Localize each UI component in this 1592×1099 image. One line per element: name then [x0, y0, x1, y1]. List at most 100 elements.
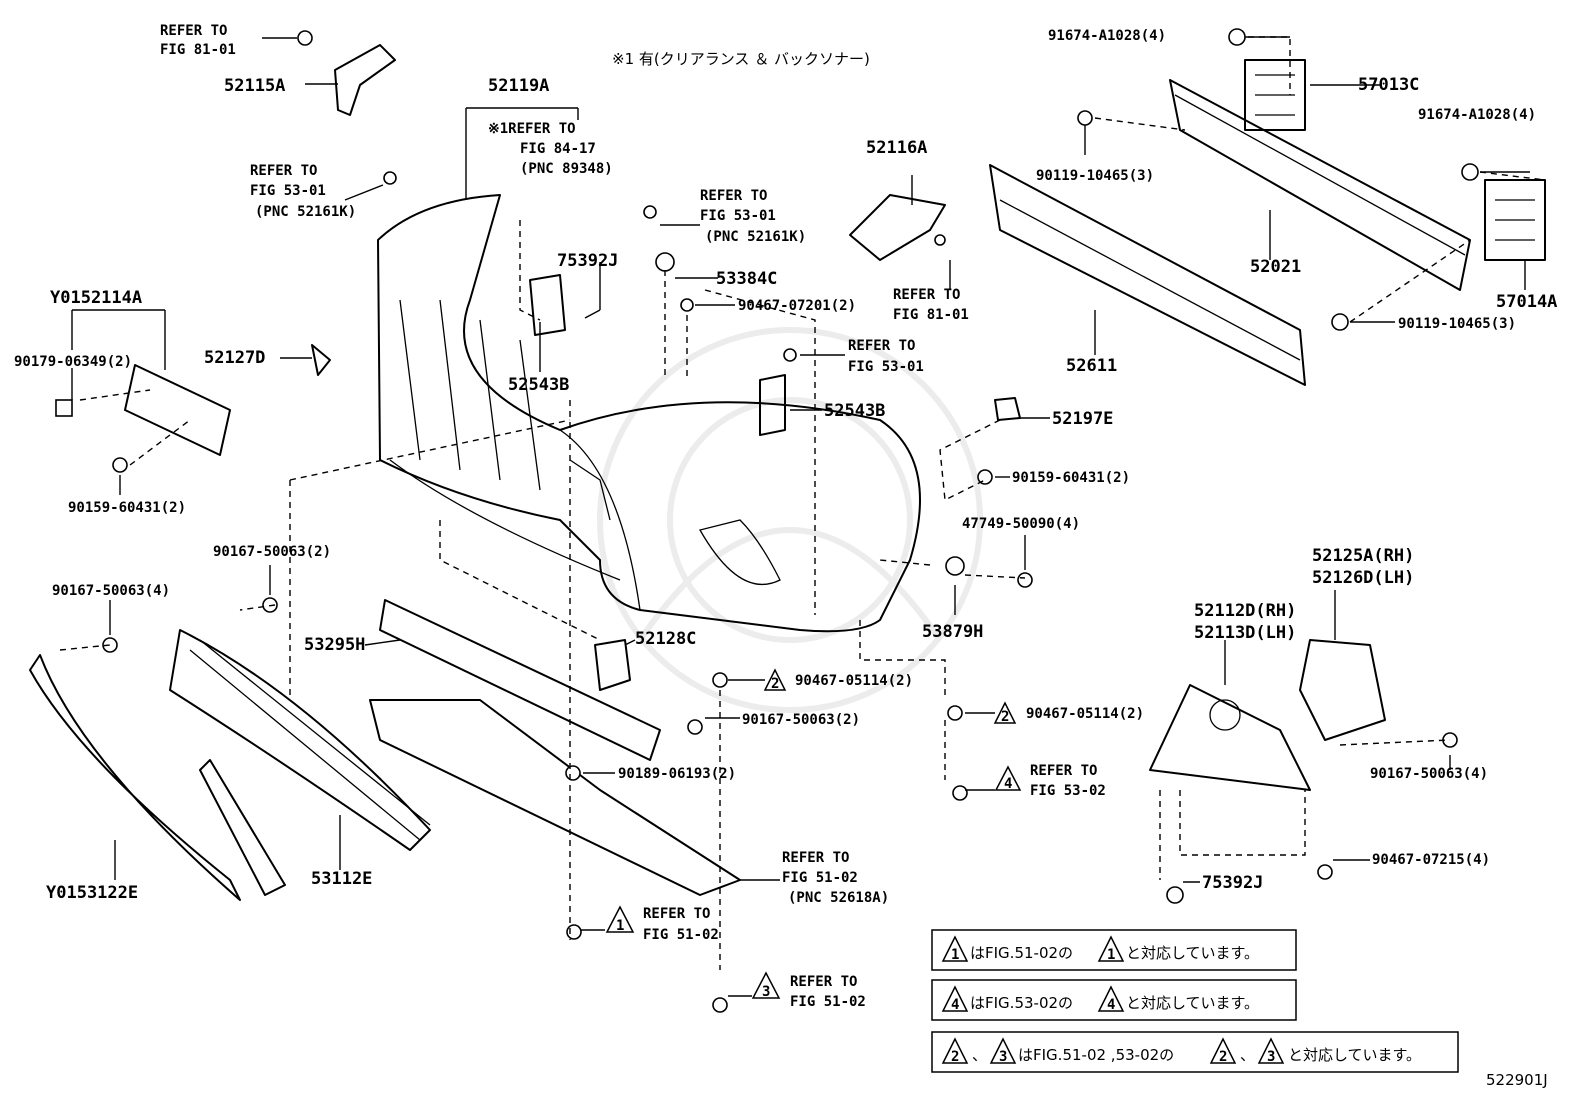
- svg-text:2: 2: [1219, 1049, 1227, 1065]
- clip-icon: [565, 765, 581, 781]
- clip-52197E: [994, 397, 1021, 421]
- part-label-90189-06193: 90189-06193(2): [618, 766, 736, 782]
- part-label-90159-60431-b: 90159-60431(2): [1012, 470, 1130, 486]
- part-label-47749-50090: 47749-50090(4): [962, 516, 1080, 532]
- ref-text: FIG 81-01: [160, 42, 236, 58]
- ref-text: FIG 81-01: [893, 307, 969, 323]
- part-label-52115A: 52115A: [224, 76, 285, 96]
- under-cover: [369, 699, 741, 896]
- clip-icon: [712, 672, 728, 688]
- ref-text: REFER TO: [160, 23, 227, 39]
- ref-text: FIG 53-01: [250, 183, 326, 199]
- ref-text: FIG 53-01: [700, 208, 776, 224]
- svg-text:4: 4: [951, 997, 959, 1013]
- ref-fig-84-17: ※1REFER TO FIG 84-17 (PNC 89348): [488, 121, 613, 177]
- bracket-57013C: [1244, 59, 1306, 131]
- bolt-icon: [977, 469, 993, 485]
- part-label-90119-10465-a: 90119-10465(3): [1036, 168, 1154, 184]
- bracket-52115A: [334, 44, 396, 116]
- fog-housing-52125A: [1299, 639, 1386, 741]
- clip-icon: [945, 556, 965, 576]
- pad-75392J: [529, 274, 566, 336]
- callout-triangle-2b: 2 90467-05114(2): [993, 701, 1144, 725]
- svg-text:4: 4: [1004, 776, 1012, 792]
- clip-icon: [1166, 886, 1184, 904]
- part-label-53879H: 53879H: [922, 622, 983, 642]
- svg-text:2: 2: [951, 1049, 959, 1065]
- part-label-90467-05114-b: 90467-05114(2): [1026, 706, 1144, 722]
- part-label-57013C: 57013C: [1358, 75, 1419, 95]
- ref-text: FIG 51-02: [790, 994, 866, 1010]
- ref-text: REFER TO: [700, 188, 767, 204]
- bolt-icon: [680, 298, 694, 312]
- svg-text:はFIG.51-02 ,53-02の: はFIG.51-02 ,53-02の: [1018, 1046, 1174, 1064]
- cover-52128C: [594, 639, 631, 691]
- part-label-52127D: 52127D: [204, 348, 265, 368]
- svg-text:2: 2: [771, 676, 779, 692]
- ref-fig-81-01-a: REFER TO FIG 81-01: [160, 23, 236, 58]
- part-label-52114A: Y0152114A: [50, 288, 142, 308]
- bolt-icon: [297, 30, 313, 46]
- part-label-52126D-lh: 52126D(LH): [1312, 568, 1414, 588]
- callout-triangle-3: 3 REFER TO FIG 51-02: [751, 971, 866, 1010]
- bolt-icon: [783, 348, 797, 362]
- retainer-53295H: [379, 599, 661, 761]
- ref-text: FIG 53-02: [1030, 783, 1106, 799]
- part-label-75392J-b: 75392J: [1202, 873, 1263, 893]
- fog-bezel-52112D: [1149, 684, 1311, 791]
- clip-icon: [55, 399, 73, 417]
- part-label-90167-50063-c: 90167-50063(2): [742, 712, 860, 728]
- ref-text: ※1REFER TO: [488, 121, 576, 137]
- svg-text:1: 1: [616, 918, 624, 934]
- ref-text: FIG 51-02: [643, 927, 719, 943]
- svg-text:3: 3: [1267, 1049, 1275, 1065]
- part-label-90467-07201: 90467-07201(2): [738, 298, 856, 314]
- bolt-icon: [712, 997, 728, 1013]
- bolt-icon: [1331, 313, 1349, 331]
- part-label-52197E: 52197E: [1052, 409, 1113, 429]
- ref-fig-53-01-b: REFER TO FIG 53-01 (PNC 52161K): [700, 188, 806, 245]
- part-label-53384C: 53384C: [716, 269, 777, 289]
- bolt-icon: [1077, 110, 1093, 126]
- bolt-icon: [112, 457, 128, 473]
- ref-text: REFER TO: [893, 287, 960, 303]
- part-label-52021: 52021: [1250, 257, 1301, 277]
- part-label-90167-50063-b: 90167-50063(4): [52, 583, 170, 599]
- ref-text: REFER TO: [643, 906, 710, 922]
- bolt-icon: [102, 637, 118, 653]
- warning-triangle-icon: [993, 701, 1017, 724]
- bolt-icon: [383, 171, 397, 185]
- part-label-52119A: 52119A: [488, 76, 549, 96]
- part-label-91674-A1028-a: 91674-A1028(4): [1048, 28, 1166, 44]
- part-label-53122E: Y0153122E: [46, 883, 138, 903]
- warning-triangle-icon: [941, 985, 969, 1012]
- part-label-90467-07215: 90467-07215(4): [1372, 852, 1490, 868]
- bolt-icon: [1461, 163, 1479, 181]
- reinforcement-52021: [1169, 79, 1471, 291]
- note-box-1: 1 はFIG.51-02の 1 と対応しています。: [931, 929, 1297, 971]
- svg-text:、: 、: [1240, 1046, 1255, 1064]
- ref-text: FIG 84-17: [520, 141, 596, 157]
- warning-triangle-icon: [941, 935, 969, 962]
- svg-text:3: 3: [762, 984, 770, 1000]
- svg-text:と対応しています。: と対応しています。: [1126, 994, 1259, 1012]
- callout-triangle-4: 4 REFER TO FIG 53-02: [994, 763, 1106, 799]
- part-label-52128C: 52128C: [635, 629, 696, 649]
- header-note: ※1 有(クリアランス ＆ バックソナー): [612, 50, 870, 68]
- warning-triangle-icon: [1209, 1037, 1237, 1064]
- figure-id: 522901J: [1486, 1071, 1548, 1089]
- svg-text:、: 、: [972, 1046, 987, 1064]
- svg-text:4: 4: [1107, 997, 1115, 1013]
- part-label-75392J-a: 75392J: [557, 251, 618, 271]
- dashed-assembly-lines: [59, 36, 1546, 970]
- bolt-icon: [1017, 572, 1033, 588]
- svg-text:1: 1: [951, 947, 959, 963]
- svg-text:2: 2: [1001, 709, 1009, 725]
- part-label-90467-05114-a: 90467-05114(2): [795, 673, 913, 689]
- ref-fig-53-01-a: REFER TO FIG 53-01 (PNC 52161K): [250, 163, 356, 220]
- watermark-emblem: [597, 327, 983, 713]
- pad-52543B: [759, 374, 786, 436]
- warning-triangle-icon: [1097, 985, 1125, 1012]
- bumper-cover-52119A: [377, 194, 921, 633]
